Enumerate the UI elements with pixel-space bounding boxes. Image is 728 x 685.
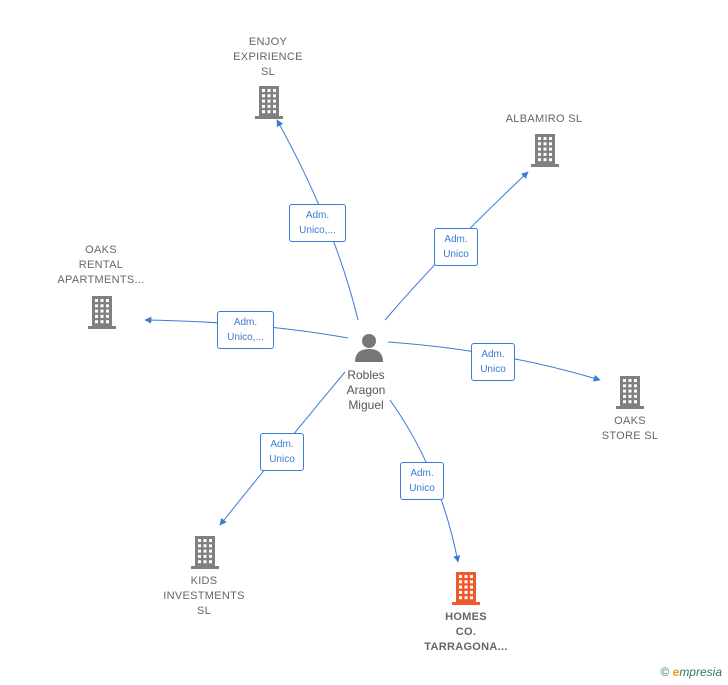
copyright-icon: © xyxy=(660,665,670,679)
company-label-kids[interactable]: KIDS INVESTMENTS SL xyxy=(163,575,245,617)
company-label-oaks-rental[interactable]: OAKS RENTAL APARTMENTS... xyxy=(57,244,145,286)
role-label-oaks-store[interactable]: Adm. Unico xyxy=(471,343,515,381)
building-icon[interactable] xyxy=(616,376,644,409)
building-icon[interactable] xyxy=(191,536,219,569)
company-label-oaks-store[interactable]: OAKS STORE SL xyxy=(601,415,659,442)
company-label-albamiro[interactable]: ALBAMIRO SL xyxy=(505,113,583,125)
building-icon[interactable] xyxy=(88,296,116,329)
building-icon[interactable] xyxy=(531,134,559,167)
role-label-kids[interactable]: Adm. Unico xyxy=(260,433,304,471)
brand-logo-e: e xyxy=(672,665,680,679)
role-label-oaks-rental[interactable]: Adm. Unico,... xyxy=(217,311,274,349)
brand-footer: © empresia xyxy=(660,665,722,679)
person-icon[interactable] xyxy=(355,334,383,362)
person-name[interactable]: Robles Aragon Miguel xyxy=(346,368,386,412)
company-label-enjoy[interactable]: ENJOY EXPIRIENCE SL xyxy=(233,36,303,78)
building-icon[interactable] xyxy=(255,86,283,119)
company-label-homes[interactable]: HOMES CO. TARRAGONA... xyxy=(424,611,508,653)
brand-logo-text: mpresia xyxy=(679,665,722,679)
role-label-albamiro[interactable]: Adm. Unico xyxy=(434,228,478,266)
role-label-homes[interactable]: Adm. Unico xyxy=(400,462,444,500)
role-label-enjoy[interactable]: Adm. Unico,... xyxy=(289,204,346,242)
building-icon[interactable] xyxy=(452,572,480,605)
